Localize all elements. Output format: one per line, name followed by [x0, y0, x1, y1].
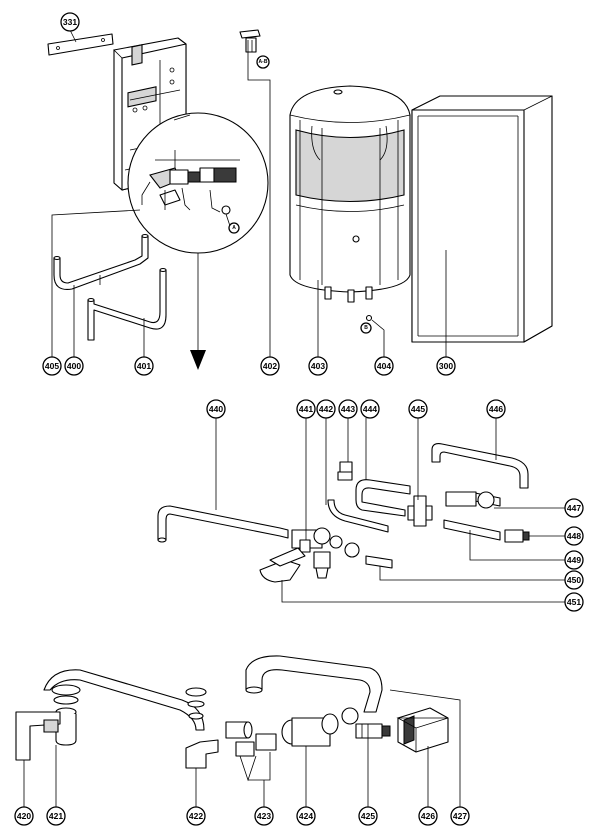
callout-447[interactable]: 447 [564, 498, 584, 518]
tee-fitting-445 [407, 418, 433, 527]
callout-404[interactable]: 404 [374, 356, 394, 376]
svg-text:448: 448 [567, 531, 581, 541]
detail-magnifier: A [127, 112, 269, 254]
valve-group-441 [291, 418, 360, 579]
pointer-arrow [190, 253, 206, 370]
fitting-443 [337, 418, 353, 481]
callout-401[interactable]: 401 [134, 356, 154, 376]
marker-ab: A-B [259, 59, 268, 65]
svg-text:331: 331 [63, 17, 77, 27]
callout-403[interactable]: 403 [308, 356, 328, 376]
callout-449[interactable]: 449 [564, 550, 584, 570]
callout-425[interactable]: 425 [358, 806, 378, 826]
pipe-401 [87, 267, 167, 341]
svg-text:449: 449 [567, 555, 581, 565]
callout-427[interactable]: 427 [450, 806, 470, 826]
casing-300 [411, 95, 553, 366]
svg-text:423: 423 [257, 811, 271, 821]
callout-441[interactable]: 441 [296, 399, 316, 419]
pipe-427 [245, 655, 461, 814]
callout-402[interactable]: 402 [260, 356, 280, 376]
motor-head-426 [396, 707, 449, 814]
pipe-450 [365, 555, 565, 581]
callout-400[interactable]: 400 [64, 356, 84, 376]
callout-423[interactable]: 423 [254, 806, 274, 826]
callout-424[interactable]: 424 [296, 806, 316, 826]
svg-text:420: 420 [17, 811, 31, 821]
svg-text:444: 444 [363, 404, 377, 414]
fittings-422 [185, 687, 219, 814]
callout-451[interactable]: 451 [564, 592, 584, 612]
svg-text:443: 443 [341, 404, 355, 414]
callout-448[interactable]: 448 [564, 526, 584, 546]
callout-443[interactable]: 443 [338, 399, 358, 419]
valve-402: A-B [239, 29, 271, 366]
pipe-442 [325, 418, 389, 533]
marker-b: B [364, 325, 368, 331]
valve-447 [445, 491, 565, 509]
callout-426[interactable]: 426 [418, 806, 438, 826]
callout-450[interactable]: 450 [564, 570, 584, 590]
cartridge-425 [355, 723, 391, 814]
svg-text:442: 442 [319, 404, 333, 414]
svg-text:440: 440 [209, 404, 223, 414]
hot-water-tank-403: B [289, 85, 411, 366]
svg-text:447: 447 [567, 503, 581, 513]
svg-text:441: 441 [299, 404, 313, 414]
pipe-444 [355, 418, 411, 517]
pipe-440 [157, 418, 289, 543]
svg-text:402: 402 [263, 361, 277, 371]
svg-text:404: 404 [377, 361, 391, 371]
svg-text:403: 403 [311, 361, 325, 371]
pipe-421 [43, 669, 205, 814]
pipe-400 [53, 233, 149, 290]
marker-a: A [232, 225, 236, 231]
connectors-423 [225, 721, 277, 814]
svg-text:426: 426 [421, 811, 435, 821]
pipe-449 [443, 519, 565, 561]
svg-text:405: 405 [45, 361, 59, 371]
callout-446[interactable]: 446 [486, 399, 506, 419]
callout-445[interactable]: 445 [408, 399, 428, 419]
svg-text:425: 425 [361, 811, 375, 821]
plug-448 [504, 529, 565, 543]
pump-body-424 [281, 707, 359, 814]
wall-bracket-331 [47, 29, 114, 56]
svg-text:450: 450 [567, 575, 581, 585]
svg-text:446: 446 [489, 404, 503, 414]
callouts: 331 405 400 401 402 403 404 300 440 441 … [14, 12, 584, 826]
handle-451 [259, 547, 565, 603]
callout-440[interactable]: 440 [206, 399, 226, 419]
callout-300[interactable]: 300 [436, 356, 456, 376]
callout-421[interactable]: 421 [46, 806, 66, 826]
svg-text:401: 401 [137, 361, 151, 371]
svg-text:427: 427 [453, 811, 467, 821]
svg-text:451: 451 [567, 597, 581, 607]
callout-422[interactable]: 422 [186, 806, 206, 826]
callout-444[interactable]: 444 [360, 399, 380, 419]
svg-text:400: 400 [67, 361, 81, 371]
svg-text:424: 424 [299, 811, 313, 821]
callout-331[interactable]: 331 [60, 12, 80, 32]
callout-420[interactable]: 420 [14, 806, 34, 826]
callout-442[interactable]: 442 [316, 399, 336, 419]
callout-405[interactable]: 405 [42, 356, 62, 376]
svg-text:421: 421 [49, 811, 63, 821]
elbow-420 [15, 711, 61, 814]
svg-text:300: 300 [439, 361, 453, 371]
svg-text:445: 445 [411, 404, 425, 414]
svg-text:422: 422 [189, 811, 203, 821]
